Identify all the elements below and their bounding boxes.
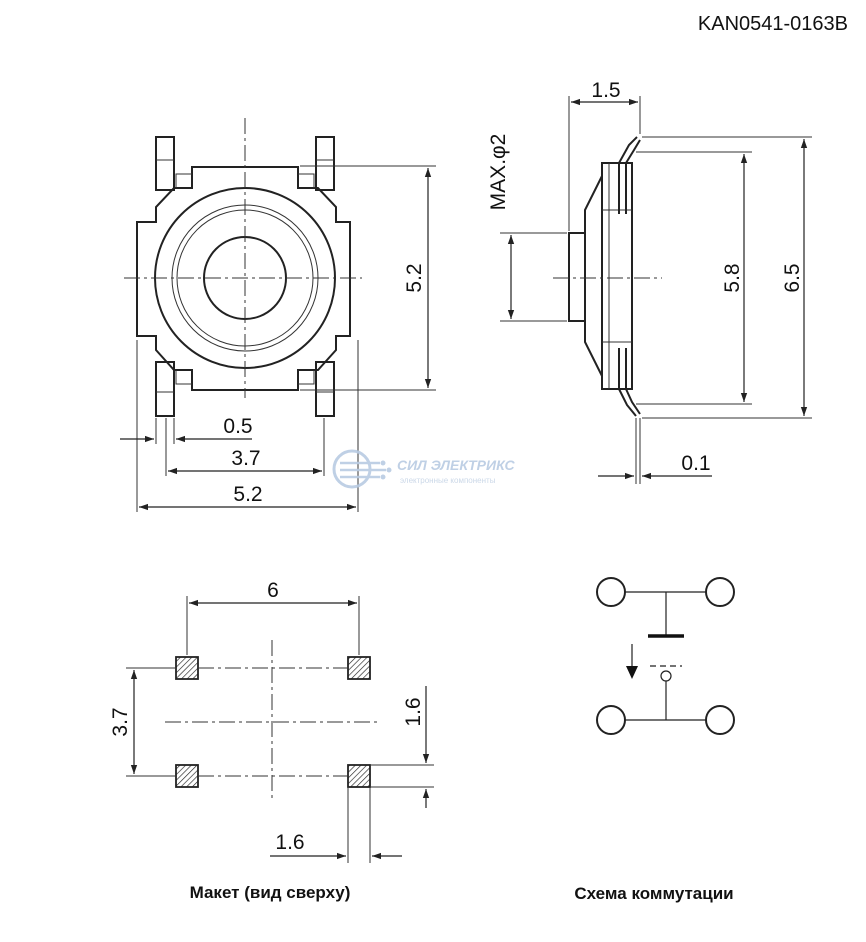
dim-pin-width: 0.5 bbox=[223, 415, 252, 438]
dim-pad-pitch-y: 3.7 bbox=[109, 707, 132, 736]
pad-top-left bbox=[175, 656, 199, 680]
watermark: СИЛ ЭЛЕКТРИКС электронные компоненты bbox=[332, 449, 516, 489]
side-stem bbox=[568, 232, 586, 322]
dim-pad-pitch-x: 6 bbox=[267, 579, 279, 602]
dim-body-height: 5.8 bbox=[721, 263, 744, 292]
switch-body-outline bbox=[136, 166, 351, 391]
watermark-logo-icon bbox=[332, 449, 392, 489]
side-view: 1.5 MAX.φ2 5.8 6.5 0.1 bbox=[487, 79, 812, 484]
schematic-caption: Схема коммутации bbox=[574, 884, 733, 903]
dim-stem-diameter: MAX.φ2 bbox=[487, 134, 510, 211]
side-housing bbox=[601, 162, 633, 390]
pad-bottom-right bbox=[347, 764, 371, 788]
terminal-top-left bbox=[596, 577, 626, 607]
terminal-top-right bbox=[705, 577, 735, 607]
switch-schematic bbox=[596, 577, 735, 735]
switch-contact-point bbox=[660, 670, 672, 682]
pcb-layout: 6 3.7 1.6 1.6 bbox=[109, 579, 434, 863]
part-number: KAN0541-0163B bbox=[698, 13, 848, 35]
dim-pad-height: 1.6 bbox=[402, 697, 425, 726]
pad-bottom-left bbox=[175, 764, 199, 788]
top-view: 5.2 0.5 3.7 5.2 bbox=[120, 118, 436, 512]
pins bbox=[155, 136, 335, 417]
terminal-bottom-right bbox=[705, 705, 735, 735]
dim-pin-thickness: 0.1 bbox=[681, 452, 710, 475]
watermark-name: СИЛ ЭЛЕКТРИКС bbox=[397, 457, 516, 473]
pad-top-right bbox=[347, 656, 371, 680]
dim-overall-height: 6.5 bbox=[781, 263, 804, 292]
layout-caption: Макет (вид сверху) bbox=[190, 883, 351, 902]
dim-pin-span: 3.7 bbox=[231, 447, 260, 470]
dim-total-width: 5.2 bbox=[233, 483, 262, 506]
dim-stem-length: 1.5 bbox=[591, 79, 620, 102]
dim-top-height: 5.2 bbox=[403, 263, 426, 292]
dim-pad-width: 1.6 bbox=[275, 831, 304, 854]
terminal-bottom-left bbox=[596, 705, 626, 735]
press-arrow-icon bbox=[626, 666, 638, 679]
watermark-tagline: электронные компоненты bbox=[400, 476, 496, 485]
